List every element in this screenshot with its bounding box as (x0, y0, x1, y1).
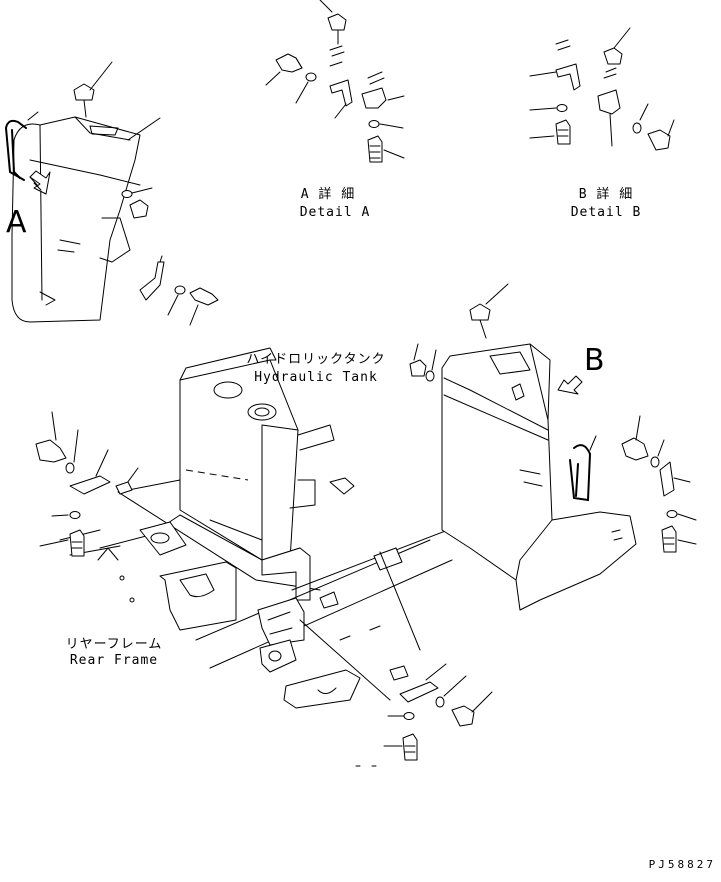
left-cover-assembly (4, 61, 219, 326)
detail-b-title-en: Detail B (571, 205, 642, 220)
hydraulic-tank-assembly: ハイドロリックタンク Hydraulic Tank (35, 347, 385, 631)
detail-b-title-jp: B 詳 細 (579, 186, 633, 202)
rear-frame-assembly: リヤーフレーム Rear Frame (66, 509, 501, 767)
view-b-letter: B (584, 343, 605, 378)
detail-a-parts: A 詳 細 Detail A (265, 0, 405, 220)
detail-b-parts: B 詳 細 Detail B (529, 27, 675, 220)
drawing-number: PJ58827 (649, 858, 716, 871)
right-cover-assembly (409, 283, 697, 611)
view-a-letter: A (6, 205, 27, 240)
hydraulic-tank-label-en: Hydraulic Tank (254, 370, 378, 385)
detail-a-title-jp: A 詳 細 (301, 186, 355, 202)
hydraulic-tank-label-jp: ハイドロリックタンク (246, 352, 385, 367)
rear-frame-label-en: Rear Frame (70, 653, 158, 668)
detail-a-title-en: Detail A (300, 205, 371, 220)
rear-frame-label-jp: リヤーフレーム (66, 637, 163, 652)
